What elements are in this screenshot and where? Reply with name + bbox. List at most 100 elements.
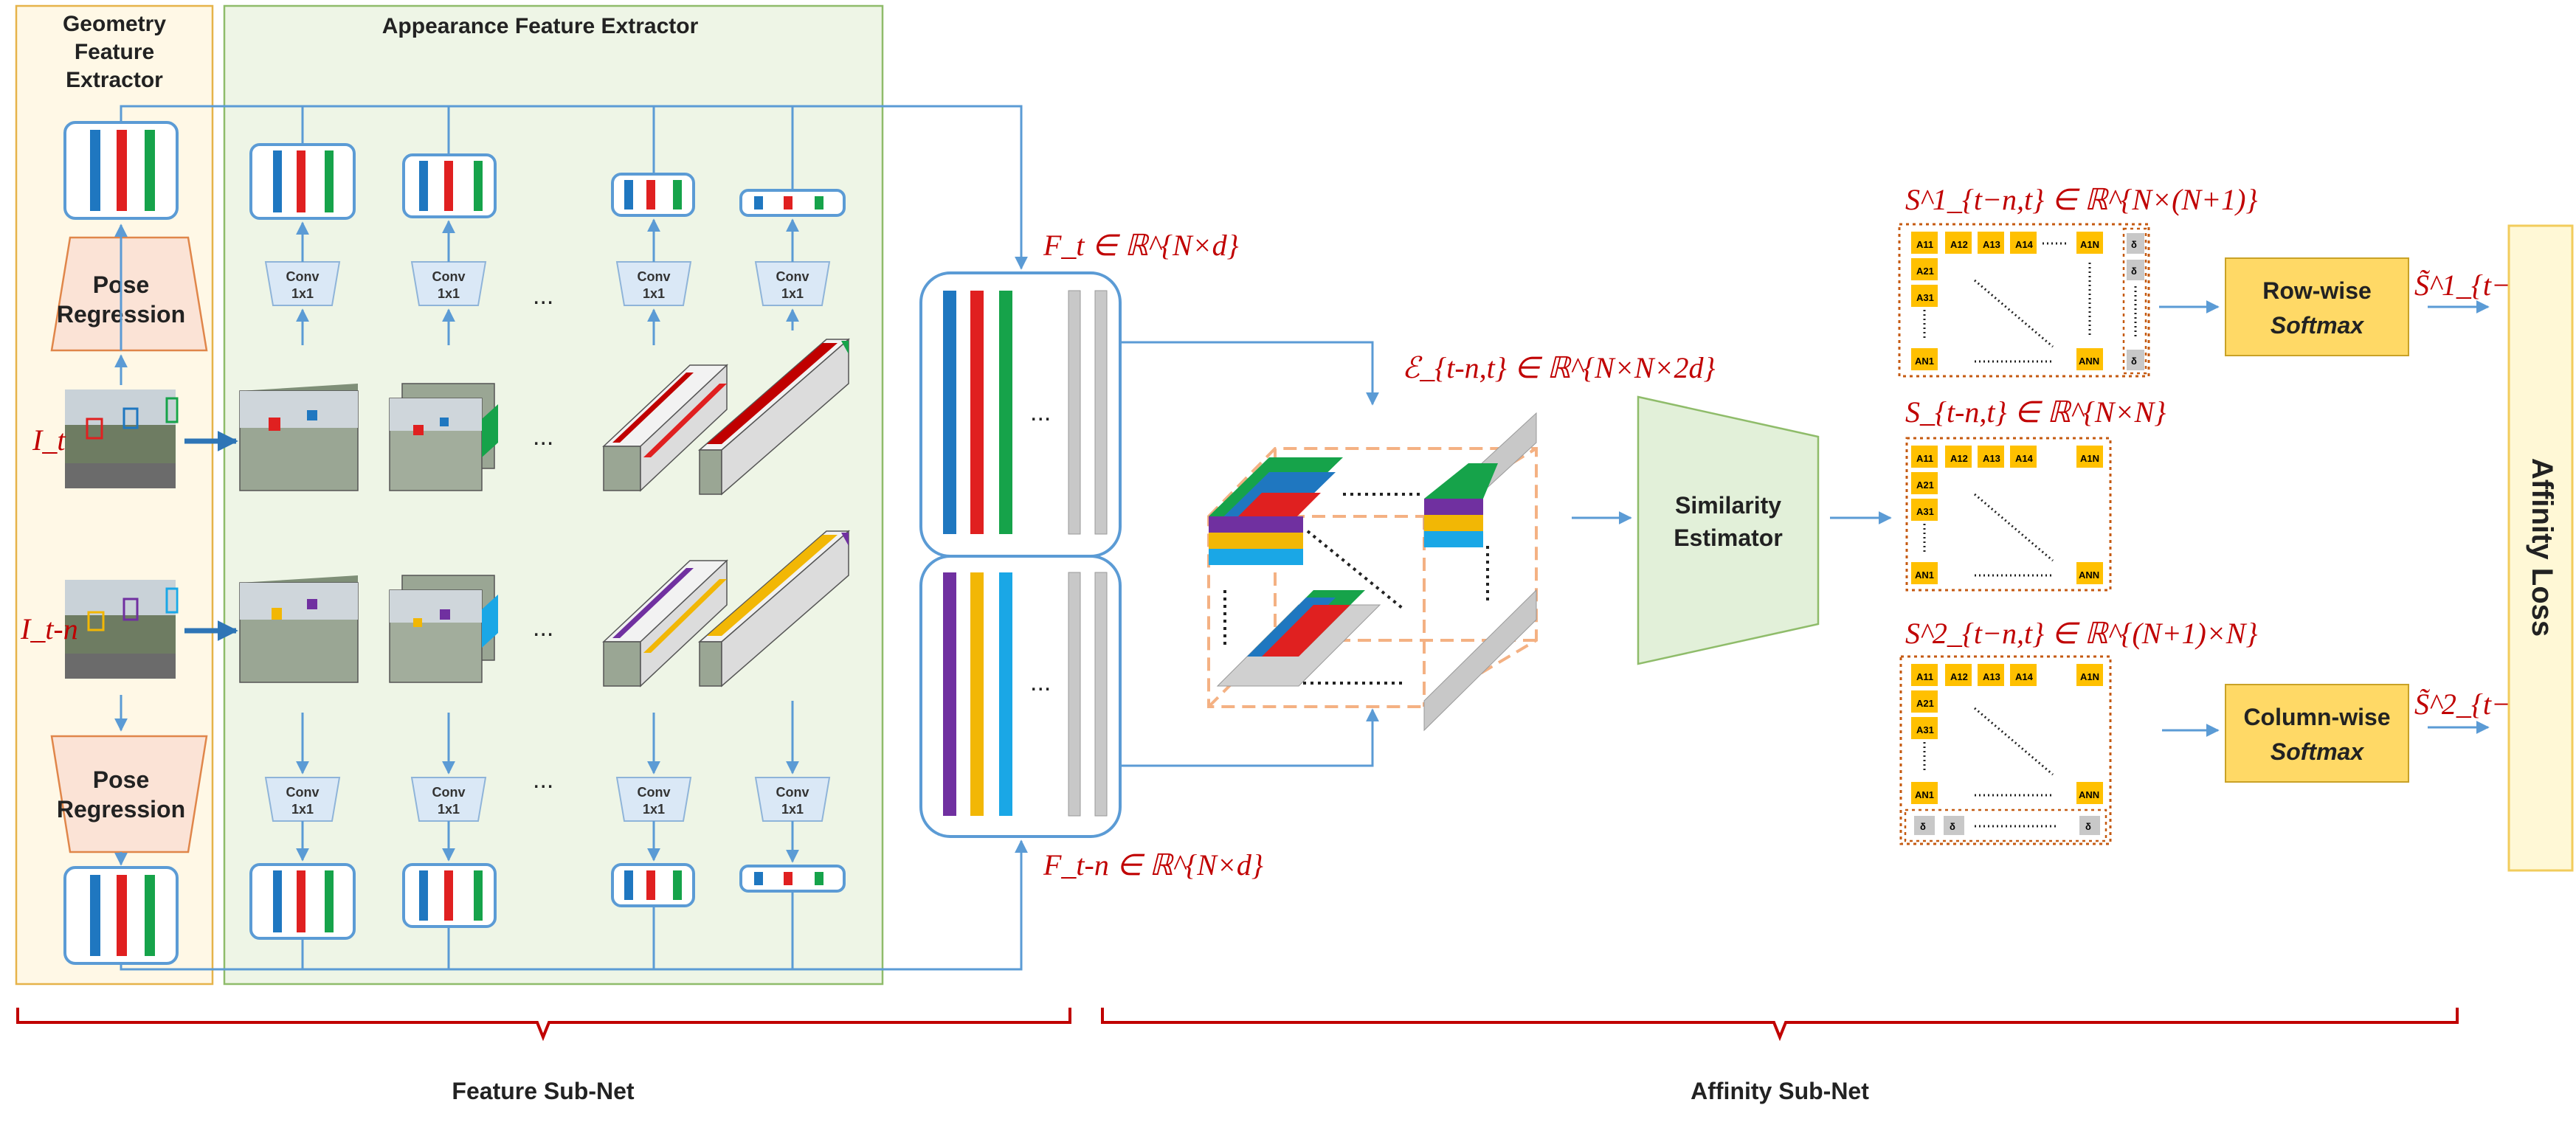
geometry-feature-top: [63, 121, 179, 220]
svg-text:Conv: Conv: [638, 269, 671, 284]
pose-regression-bottom-line2: Regression: [57, 796, 185, 823]
geometry-title-line1: Geometry: [63, 12, 166, 36]
svg-text:A21: A21: [1916, 266, 1934, 277]
svg-text:A12: A12: [1950, 239, 1968, 250]
ellipsis-fmat-t: ...: [1030, 398, 1051, 426]
affinity-loss-label: Affinity Loss: [2526, 458, 2558, 637]
row-softmax-line2: Softmax: [2271, 312, 2364, 339]
appearance-title: Appearance Feature Extractor: [382, 14, 699, 38]
feature-vec-bottom-2: [402, 863, 497, 928]
frame-tn-label: I_t-n: [20, 612, 78, 645]
feature-map-tn-1: [239, 575, 359, 683]
svg-text:A11: A11: [1916, 671, 1933, 682]
conv-bottom-4: Conv 1x1: [754, 777, 831, 822]
geometry-feature-bottom: [63, 866, 179, 965]
pose-regression-bottom-line1: Pose: [93, 766, 149, 793]
svg-text:A31: A31: [1916, 506, 1934, 517]
svg-text:A21: A21: [1916, 698, 1934, 709]
column-softmax-line2: Softmax: [2271, 738, 2364, 765]
feature-vec-top-2: [402, 153, 497, 218]
svg-text:δ: δ: [2131, 239, 2137, 250]
feature-vec-bottom-4: [739, 865, 846, 893]
feature-vec-top-4: [739, 189, 846, 217]
svg-text:ANN: ANN: [2079, 789, 2099, 800]
conv-top-3: Conv 1x1: [615, 261, 692, 306]
math-E: ℰ_{t-n,t} ∈ ℝ^{N×N×2d}: [1402, 351, 1716, 384]
svg-text:Conv: Conv: [432, 785, 466, 800]
geometry-title-line2: Feature: [75, 40, 154, 64]
svg-text:A11: A11: [1916, 453, 1933, 464]
frame-t-image: [65, 389, 179, 488]
svg-text:1x1: 1x1: [643, 286, 665, 301]
svg-text:ANN: ANN: [2079, 569, 2099, 581]
row-softmax: Row-wise Softmax: [2225, 257, 2409, 356]
matrix-S: A11 A12 A13 A14 A1N A21 A31 AN1 ANN: [1905, 437, 2112, 592]
conv-bottom-1: Conv 1x1: [264, 777, 341, 822]
column-softmax: Column-wise Softmax: [2225, 684, 2409, 783]
svg-text:A13: A13: [1983, 671, 2000, 682]
svg-text:δ: δ: [2085, 821, 2091, 832]
conv-top-2: Conv 1x1: [410, 261, 487, 306]
affinity-loss-block: Affinity Loss: [2507, 224, 2574, 872]
feature-vec-top-1: [249, 143, 356, 220]
svg-text:A1N: A1N: [2080, 453, 2099, 464]
similarity-estimator: Similarity Estimator: [1637, 395, 1820, 665]
feature-subnet-label: Feature Sub-Net: [452, 1078, 634, 1104]
feature-map-t-3: [602, 364, 728, 492]
feature-map-t-2: [389, 383, 498, 491]
ellipsis-conv-bottom: ...: [533, 766, 553, 794]
math-S: S_{t-n,t} ∈ ℝ^{N×N}: [1905, 395, 2166, 429]
svg-text:AN1: AN1: [1915, 789, 1934, 800]
matrix-S1: A11 A12 A13 A14 A1N A21 A31 AN1 ANN δ δ …: [1898, 223, 2150, 378]
svg-text:1x1: 1x1: [438, 802, 460, 817]
math-F-tn: F_t-n ∈ ℝ^{N×d}: [1043, 848, 1263, 882]
svg-text:1x1: 1x1: [291, 286, 314, 301]
ellipsis-tn-maps: ...: [533, 614, 553, 642]
column-softmax-line1: Column-wise: [2243, 704, 2390, 730]
conv-bottom-3: Conv 1x1: [615, 777, 692, 822]
svg-text:AN1: AN1: [1915, 569, 1934, 581]
svg-text:Conv: Conv: [286, 785, 320, 800]
feature-map-t-1: [239, 384, 359, 491]
svg-text:A13: A13: [1983, 239, 2000, 250]
feature-map-tn-2: [389, 575, 498, 683]
conv-bottom-2: Conv 1x1: [410, 777, 487, 822]
ellipsis-conv-top: ...: [533, 282, 553, 310]
tensor-E: [1207, 412, 1538, 732]
svg-text:1x1: 1x1: [781, 802, 804, 817]
pose-regression-bottom: Pose Regression: [50, 735, 208, 853]
geometry-title-line3: Extractor: [66, 68, 163, 92]
affinity-subnet-label: Affinity Sub-Net: [1691, 1078, 1869, 1104]
svg-text:Conv: Conv: [286, 269, 320, 284]
ellipsis-fmat-tn: ...: [1030, 668, 1051, 696]
feature-matrix-tn: [919, 555, 1122, 838]
frame-tn-image: [65, 580, 179, 679]
math-S2: S^2_{t−n,t} ∈ ℝ^{(N+1)×N}: [1905, 617, 2257, 650]
feature-vec-bottom-3: [611, 863, 695, 907]
matrix-S2: A11 A12 A13 A14 A1N A21 A31 AN1 ANN δ δ …: [1899, 655, 2112, 845]
math-S1: S^1_{t−n,t} ∈ ℝ^{N×(N+1)}: [1905, 183, 2257, 216]
brace-feature-subnet: [16, 1008, 1071, 1042]
svg-text:A31: A31: [1916, 724, 1934, 735]
conv-top-4: Conv 1x1: [754, 261, 831, 306]
conv-top-1: Conv 1x1: [264, 261, 341, 306]
pose-regression-top: Pose Regression: [50, 236, 208, 352]
svg-text:Conv: Conv: [638, 785, 671, 800]
brace-affinity-subnet: [1101, 1008, 2459, 1042]
svg-text:δ: δ: [1950, 821, 1955, 832]
svg-text:A31: A31: [1916, 292, 1934, 303]
svg-text:1x1: 1x1: [781, 286, 804, 301]
similarity-line2: Estimator: [1674, 524, 1783, 551]
svg-text:A14: A14: [2015, 239, 2034, 250]
svg-text:A14: A14: [2015, 453, 2034, 464]
svg-text:A12: A12: [1950, 453, 1968, 464]
feature-vec-bottom-1: [249, 863, 356, 940]
svg-text:Conv: Conv: [776, 269, 809, 284]
feature-map-tn-3: [602, 559, 728, 688]
svg-text:δ: δ: [2131, 356, 2137, 367]
svg-text:A1N: A1N: [2080, 671, 2099, 682]
svg-text:1x1: 1x1: [291, 802, 314, 817]
svg-text:A21: A21: [1916, 479, 1934, 491]
svg-text:ANN: ANN: [2079, 356, 2099, 367]
